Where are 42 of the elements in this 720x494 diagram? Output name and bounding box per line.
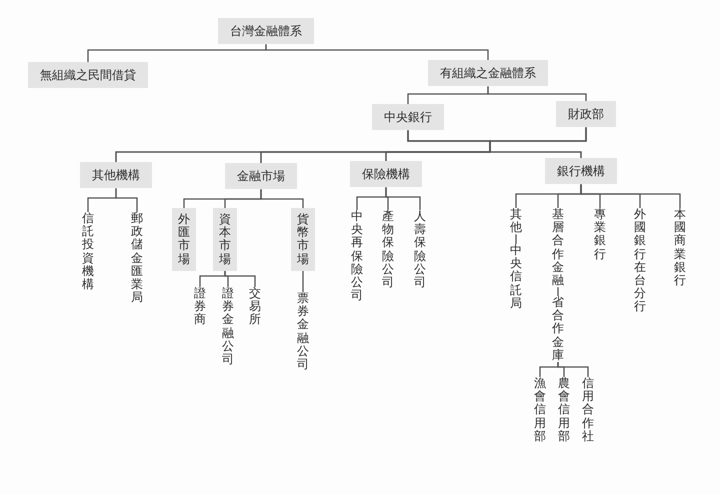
connector-line [580,184,681,208]
institution-label: 票券金融公司 [297,292,309,372]
institution-label: 中央信託局 [510,244,522,310]
category-box: 其他機構 [80,162,152,188]
institution-label: 人壽保險公司 [414,210,426,290]
category-box: 外匯市場 [172,208,196,271]
connector-line [489,127,587,158]
category-box: 中央銀行 [372,104,444,130]
connector-line [265,44,489,60]
category-box: 銀行機構 [545,158,617,184]
institution-label: 基層合作金融 [552,208,564,288]
institution-label: 交易所 [249,287,261,327]
institution-label: 其他 [510,208,522,234]
institution-label: 農會信用部 [558,377,570,443]
institution-label: 郵政儲金匯業局 [131,212,143,304]
category-box: 台灣金融體系 [218,18,314,44]
institution-label: 省合作金庫 [552,296,564,362]
connector-line [302,270,304,292]
institution-label: 證券金融公司 [222,287,234,366]
category-box: 貨幣市場 [291,208,315,271]
institution-label: 專業銀行 [594,208,606,261]
institution-label: 信用合作社 [582,377,594,443]
institution-label: 證券商 [194,287,206,327]
connector-line [557,362,589,377]
connector-line [224,270,256,287]
category-box: 有組織之金融體系 [428,60,548,86]
connector-line [260,189,304,208]
connector-line [385,187,421,210]
connector-line [515,234,517,244]
category-box: 財政部 [556,101,616,128]
institution-label: 本國商業銀行 [674,208,686,288]
institution-label: 中央再保險公司 [351,210,363,302]
connector-line [115,188,138,212]
category-box: 無組織之民間借貸 [28,62,148,88]
category-box: 保險機構 [350,161,422,188]
institution-label: 外國銀行在台分行 [634,208,646,314]
institution-label: 產物保險公司 [382,210,394,290]
institution-label: 漁會信用部 [534,377,546,443]
category-box: 資本市場 [213,208,237,271]
institution-label: 信託投資機構 [82,212,94,292]
connector-line [487,86,587,101]
category-box: 金融市場 [225,163,297,190]
